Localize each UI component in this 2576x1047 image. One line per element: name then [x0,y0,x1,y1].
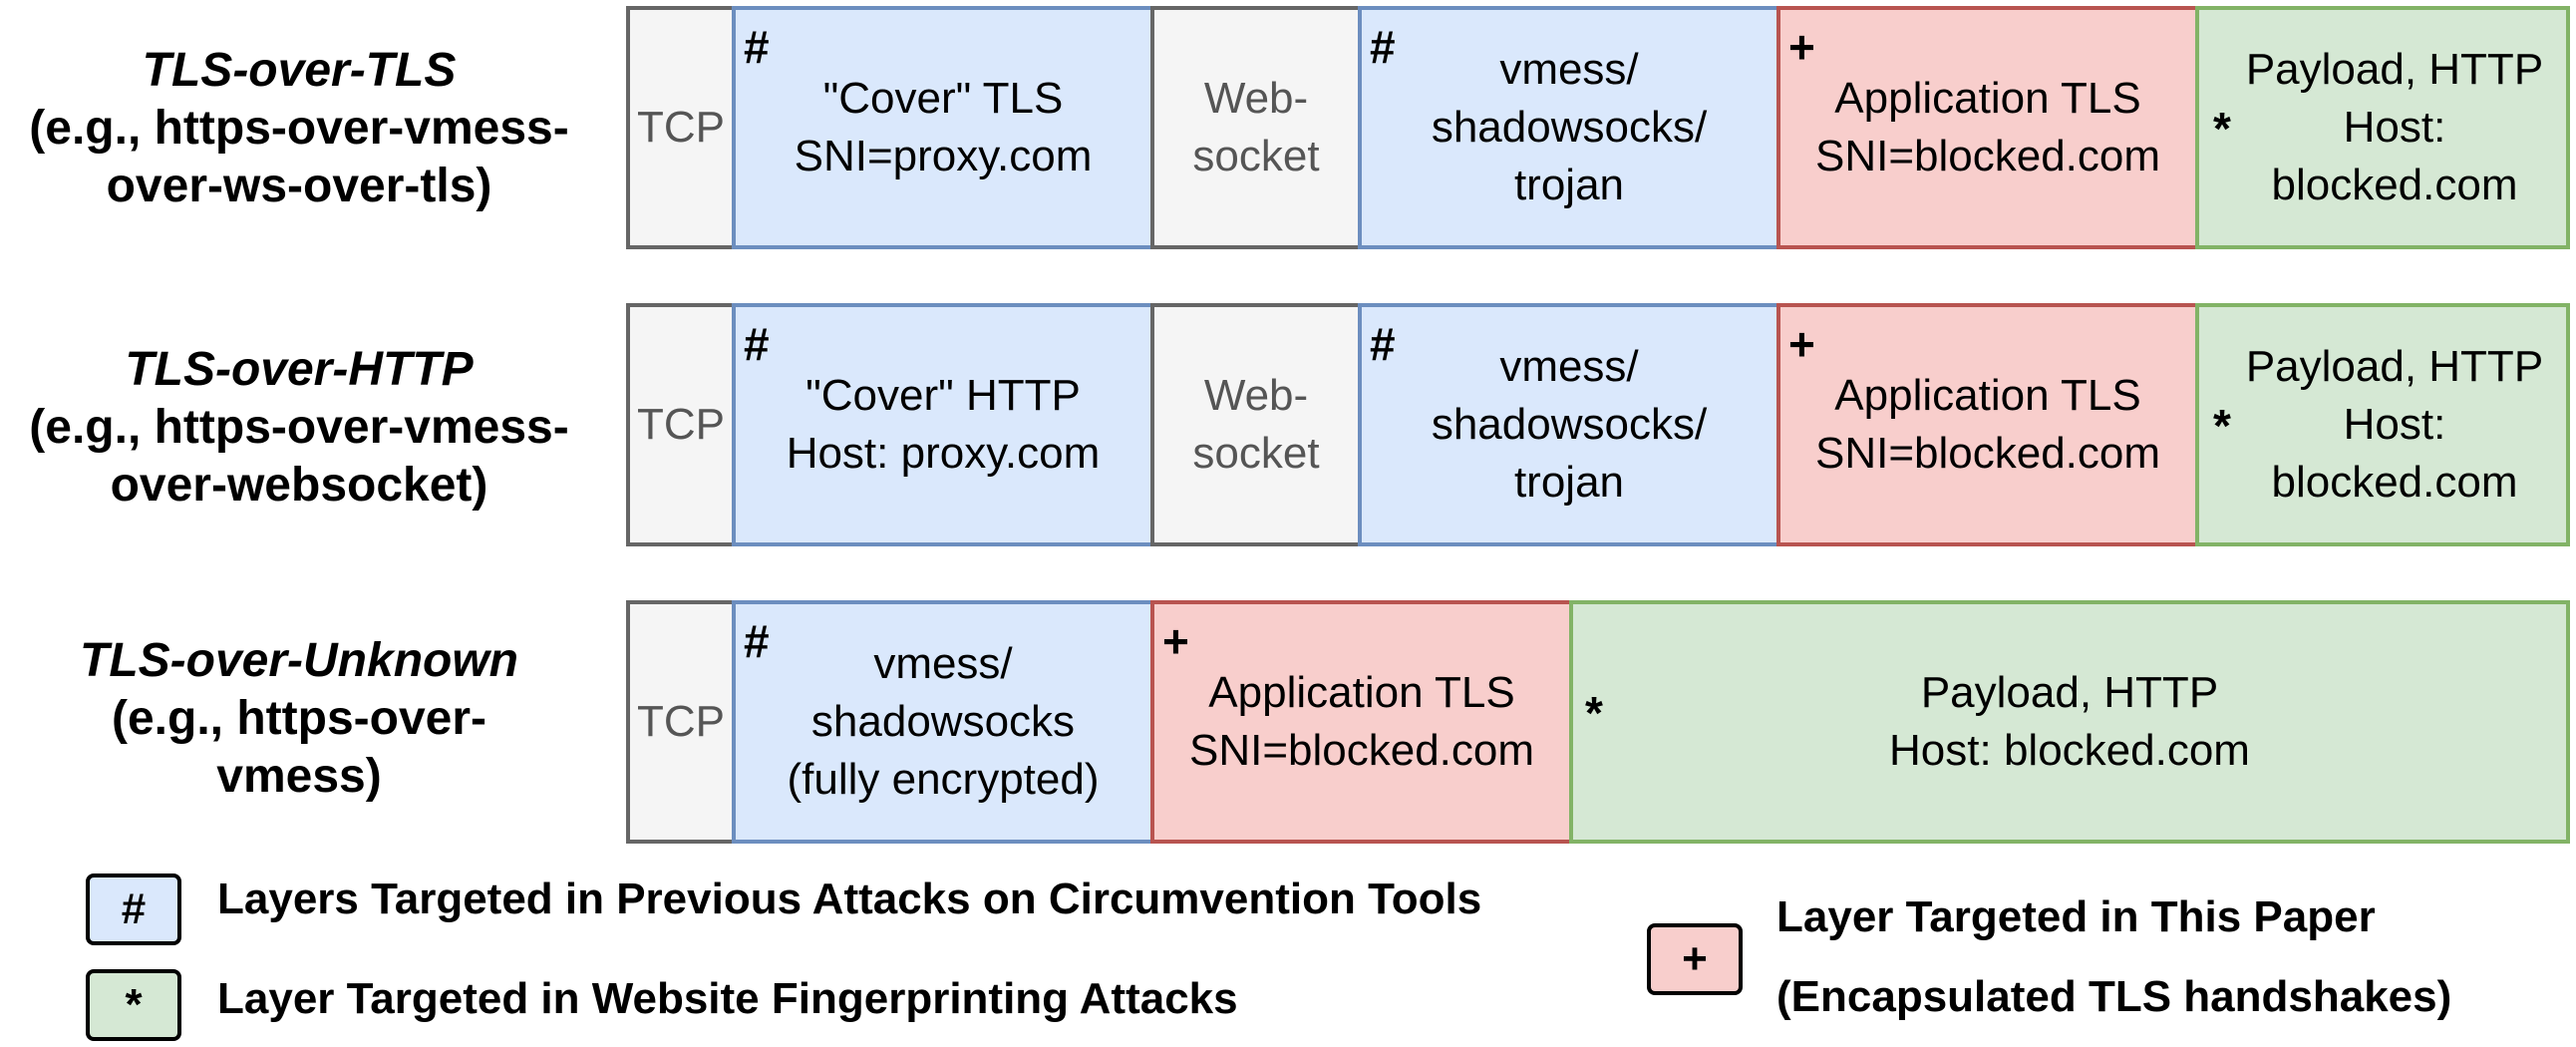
previous-attack-mark: # [744,21,770,73]
layer-application-tls: Application TLS SNI=blocked.com+ [1150,600,1573,844]
layer-text: Payload, HTTP Host: blocked.com [1889,668,2250,775]
layer-vmess: vmess/ shadowsocks/ trojan # [1358,303,1780,546]
previous-attack-mark: # [1370,21,1396,73]
row-title: TLS-over-Unknown [80,634,518,687]
layer-cover-http: "Cover" HTTP Host: proxy.com # [732,303,1154,546]
layer-cover-tls: "Cover" TLS SNI=proxy.com # [732,6,1154,249]
layer-vmess: vmess/ shadowsocks/ trojan # [1358,6,1780,249]
legend-previous-text: Layers Targeted in Previous Attacks on C… [217,874,1482,923]
layer-text: vmess/ shadowsocks/ trojan [1431,342,1708,507]
row-label-tls-over-unknown: TLS-over-Unknown (e.g., https-over- vmes… [0,632,598,806]
layer-text: Web- socket [1192,371,1320,478]
layer-text: Application TLS SNI=blocked.com [1814,74,2161,180]
layer-text: vmess/ shadowsocks/ trojan [1431,45,1708,209]
legend-this-paper-swatch: + [1647,923,1743,995]
layer-text: vmess/ shadowsocks (fully encrypted) [787,639,1100,804]
layer-payload: Payload, HTTP Host: blocked.com * [2195,303,2570,546]
fingerprinting-mark: * [2213,103,2231,155]
layer-text: TCP [637,400,725,449]
layer-websocket: Web- socket [1150,303,1362,546]
legend-fingerprinting-swatch: * [86,969,181,1041]
previous-attack-mark: # [744,318,770,370]
this-paper-mark: + [1788,21,1815,73]
layer-text: "Cover" TLS SNI=proxy.com [794,74,1093,180]
layer-text: Payload, HTTP Host: blocked.com [2245,342,2544,507]
row-title: TLS-over-HTTP [125,343,474,396]
fingerprinting-mark: * [2213,400,2231,452]
layer-text: TCP [637,103,725,152]
layer-text: "Cover" HTTP Host: proxy.com [786,371,1101,478]
layer-application-tls: Application TLS SNI=blocked.com+ [1776,303,2199,546]
previous-attack-mark: # [1370,318,1396,370]
row-label-tls-over-http: TLS-over-HTTP (e.g., https-over-vmess- o… [0,341,598,515]
layer-application-tls: Application TLS SNI=blocked.com+ [1776,6,2199,249]
layer-websocket: Web- socket [1150,6,1362,249]
layer-payload: Payload, HTTP Host: blocked.com * [1569,600,2570,844]
previous-attack-mark: # [744,615,770,667]
row-title: TLS-over-TLS [142,44,457,97]
layer-payload: Payload, HTTP Host: blocked.com * [2195,6,2570,249]
row-subtitle: (e.g., https-over- vmess) [111,692,486,803]
layer-text: Payload, HTTP Host: blocked.com [2245,45,2544,209]
this-paper-mark: + [1162,615,1189,667]
legend-this-paper-text: Layer Targeted in This Paper (Encapsulat… [1776,892,2452,1021]
row-subtitle: (e.g., https-over-vmess- over-ws-over-tl… [29,102,569,212]
legend-symbol: * [125,980,143,1029]
layer-tcp: TCP [626,303,736,546]
legend-symbol: + [1682,934,1708,983]
layer-text: Application TLS SNI=blocked.com [1188,668,1535,775]
row-label-tls-over-tls: TLS-over-TLS (e.g., https-over-vmess- ov… [0,42,598,215]
layer-text: TCP [637,697,725,746]
layer-text: Web- socket [1192,74,1320,180]
layer-vmess-encrypted: vmess/ shadowsocks (fully encrypted) # [732,600,1154,844]
legend-symbol: # [121,884,147,933]
this-paper-mark: + [1788,318,1815,370]
fingerprinting-mark: * [1585,687,1603,739]
layer-tcp: TCP [626,6,736,249]
row-subtitle: (e.g., https-over-vmess- over-websocket) [29,401,569,512]
layer-tcp: TCP [626,600,736,844]
legend-fingerprinting-text: Layer Targeted in Website Fingerprinting… [217,974,1238,1023]
layer-text: Application TLS SNI=blocked.com [1814,371,2161,478]
legend-previous-swatch: # [86,873,181,945]
